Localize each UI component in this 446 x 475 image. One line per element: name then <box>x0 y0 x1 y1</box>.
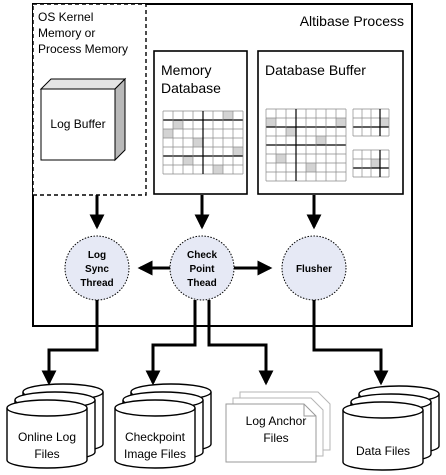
checkpoint-line2: Point <box>190 264 216 275</box>
online-log-line1: Online Log <box>18 430 76 444</box>
memdb-shaded-cell <box>223 111 233 120</box>
memdb-shaded-cell <box>213 165 223 174</box>
log-anchor-doc-front <box>225 403 317 463</box>
dbbuf-main-grid-shaded-cell <box>266 118 276 127</box>
data-files-stack <box>342 385 440 471</box>
online-log-files-stack <box>6 383 104 469</box>
checkpoint-thread-node <box>169 235 235 301</box>
log-buffer-side-face <box>114 77 126 162</box>
memdb-shaded-cell <box>163 129 173 138</box>
dbbuf-main-grid-shaded-cell <box>286 127 296 136</box>
log-buffer-top-face <box>39 78 127 90</box>
arrow-flusher-to-datafiles <box>312 300 389 386</box>
checkpoint-line3: Thead <box>187 278 216 289</box>
file-cylinder-top <box>6 399 88 417</box>
file-cylinder-top <box>342 401 424 419</box>
checkpoint-image-files-stack <box>114 383 212 469</box>
memdb-shaded-cell <box>233 147 243 156</box>
online-log-line2: Files <box>34 447 59 461</box>
db-buffer-title: Database Buffer <box>265 62 366 78</box>
checkpoint-image-line1: Checkpoint <box>125 430 186 444</box>
arrow-checkpoint-to-image <box>145 300 197 386</box>
log-anchor-files-docs <box>225 391 331 463</box>
dbbuf-main-grid-shaded-cell <box>306 163 316 172</box>
arrow-checkpoint-to-loganchor <box>207 300 274 386</box>
log-sync-line2: Sync <box>85 264 109 275</box>
log-buffer-front-face <box>40 88 116 161</box>
log-buffer-label: Log Buffer <box>50 117 105 131</box>
os-memory-line3: Process Memory <box>38 42 128 56</box>
file-cylinder-body <box>114 408 196 469</box>
dbbuf-main-grid-shaded-cell <box>316 136 326 145</box>
dbbuf-small-grid-bottom-shaded-cell <box>371 159 380 168</box>
memdb-shaded-cell <box>183 156 193 165</box>
process-title: Altibase Process <box>300 13 404 29</box>
memory-database-grid <box>162 110 244 175</box>
memory-db-line2: Database <box>161 80 221 96</box>
os-memory-line2: Memory or <box>38 26 95 40</box>
dbbuf-main-grid-shaded-cell <box>276 154 286 163</box>
checkpoint-line1: Check <box>187 250 217 261</box>
log-sync-line1: Log <box>88 250 106 261</box>
dbbuf-main-grid-shaded-cell <box>336 118 346 127</box>
os-memory-line1: OS Kernel <box>38 10 93 24</box>
arrow-logsync-to-onlinelog <box>41 300 99 386</box>
dbbuf-small-grid-top-shaded-cell <box>380 118 389 127</box>
log-anchor-line2: Files <box>263 431 288 445</box>
checkpoint-image-line2: Image Files <box>124 447 186 461</box>
data-files-label: Data Files <box>356 444 410 458</box>
file-cylinder-top <box>114 399 196 417</box>
memory-database-box <box>153 50 248 195</box>
log-sync-thread-node <box>64 235 130 301</box>
file-cylinder-body <box>6 408 88 469</box>
log-buffer-box: Log Buffer <box>39 77 127 162</box>
file-cylinder-body <box>342 410 424 471</box>
flusher-label: Flusher <box>296 264 332 275</box>
log-anchor-doc-fold <box>303 404 316 417</box>
log-anchor-line1: Log Anchor <box>246 414 307 428</box>
database-buffer-box <box>257 50 404 195</box>
memory-db-line1: Memory <box>161 62 212 78</box>
memdb-shaded-cell <box>173 120 183 129</box>
log-sync-line3: Thread <box>80 278 113 289</box>
database-buffer-grid <box>265 108 390 182</box>
memdb-shaded-cell <box>193 138 203 147</box>
flusher-thread-node <box>281 235 347 301</box>
